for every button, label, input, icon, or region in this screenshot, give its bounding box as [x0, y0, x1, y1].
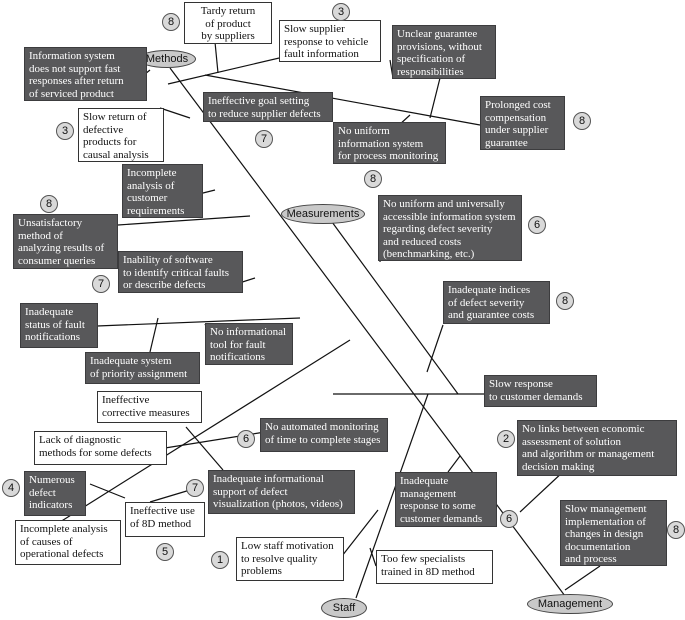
- link-slow-mgmt: [564, 565, 601, 591]
- cause-box: Inadequate indices of defect severity an…: [443, 281, 550, 324]
- link-status: [96, 317, 301, 327]
- bone-measurements: [331, 221, 459, 395]
- score-badge: 7: [255, 130, 273, 148]
- score-badge: 8: [364, 170, 382, 188]
- cause-box: Unsatisfactory method of analyzing resul…: [13, 214, 118, 269]
- cause-box: Slow supplier response to vehicle fault …: [279, 20, 381, 62]
- link-numerous: [89, 483, 126, 499]
- link-indices: [426, 324, 444, 373]
- category-methods: Methods: [138, 50, 196, 68]
- score-badge: 5: [156, 543, 174, 561]
- cause-box: Inadequate informational support of defe…: [208, 470, 355, 514]
- cause-box: Ineffective goal setting to reduce suppl…: [203, 92, 333, 122]
- cause-box: Inadequate system of priority assignment: [85, 352, 200, 384]
- category-management: Management: [527, 594, 613, 614]
- score-badge: 6: [237, 430, 255, 448]
- score-badge: 8: [667, 521, 685, 539]
- link-mgmt-response: [447, 455, 461, 473]
- link-tardy: [214, 41, 219, 74]
- cause-box: Prolonged cost compensation under suppli…: [480, 96, 565, 150]
- score-badge: 6: [528, 216, 546, 234]
- cause-box: Slow response to customer demands: [484, 375, 597, 407]
- score-badge: 7: [92, 275, 110, 293]
- score-badge: 8: [40, 195, 58, 213]
- cause-box: No automated monitoring of time to compl…: [260, 418, 388, 452]
- score-badge: 6: [500, 510, 518, 528]
- score-badge: 8: [556, 292, 574, 310]
- cause-box: Unclear guarantee provisions, without sp…: [392, 25, 496, 79]
- cause-box: Slow management implementation of change…: [560, 500, 667, 566]
- link-too-few: [369, 547, 377, 567]
- cause-box: Incomplete analysis of customer requirem…: [122, 164, 203, 218]
- cause-box: Tardy return of product by suppliers: [184, 2, 272, 44]
- category-measurements: Measurements: [281, 204, 365, 224]
- cause-box: Numerous defect indicators: [24, 471, 86, 516]
- score-badge: 3: [56, 122, 74, 140]
- link-unclear-branch: [429, 77, 441, 119]
- score-badge: 2: [497, 430, 515, 448]
- score-badge: 7: [186, 479, 204, 497]
- cause-box: Ineffective use of 8D method: [125, 502, 205, 537]
- cause-box: No uniform and universally accessible in…: [378, 195, 522, 261]
- category-staff: Staff: [321, 598, 367, 618]
- link-slow-return: [159, 107, 191, 119]
- score-badge: 4: [2, 479, 20, 497]
- link-unsatisfactory: [117, 215, 251, 226]
- cause-box: Low staff motivation to resolve quality …: [236, 537, 344, 581]
- cause-box: Inadequate status of fault notifications: [20, 303, 98, 348]
- cause-box: Slow return of defective products for ca…: [78, 108, 164, 162]
- score-badge: 3: [332, 3, 350, 21]
- cause-box: Information system does not support fast…: [24, 47, 147, 101]
- score-badge: 8: [162, 13, 180, 31]
- link-goal-ineffective: [204, 74, 481, 126]
- cause-box: No informational tool for fault notifica…: [205, 323, 293, 365]
- link-no-links: [519, 469, 566, 513]
- cause-box: Lack of diagnostic methods for some defe…: [34, 431, 167, 465]
- bone-staff: [355, 393, 429, 599]
- link-corrective: [185, 426, 224, 471]
- link-priority: [149, 317, 159, 353]
- cause-box: Inability of software to identify critic…: [118, 251, 243, 293]
- spine-methods-management: [169, 67, 566, 597]
- cause-box: Ineffective corrective measures: [97, 391, 202, 423]
- score-badge: 1: [211, 551, 229, 569]
- cause-box: Incomplete analysis of causes of operati…: [15, 520, 121, 565]
- cause-box: No uniform information system for proces…: [333, 122, 446, 164]
- cause-box: Inadequate management response to some c…: [395, 472, 497, 527]
- score-badge: 8: [573, 112, 591, 130]
- cause-box: Too few specialists trained in 8D method: [376, 550, 493, 584]
- link-low-motivation: [341, 509, 379, 557]
- cause-box: No links between economic assessment of …: [517, 420, 677, 476]
